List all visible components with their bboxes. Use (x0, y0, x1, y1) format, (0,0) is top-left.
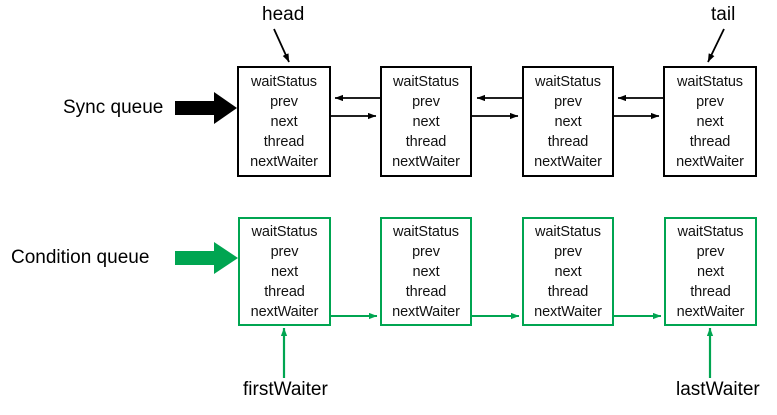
node-field-waitStatus: waitStatus (251, 223, 318, 240)
sync-node-3[interactable]: waitStatus prev next thread nextWaiter (663, 66, 757, 177)
condition-node-0[interactable]: waitStatus prev next thread nextWaiter (238, 217, 331, 326)
node-field-waitStatus: waitStatus (535, 223, 601, 240)
node-field-waitStatus: waitStatus (393, 73, 459, 90)
node-field-next: next (696, 263, 724, 280)
node-field-prev: prev (696, 243, 725, 260)
sync-node-0[interactable]: waitStatus prev next thread nextWaiter (237, 66, 331, 177)
node-field-nextWaiter: nextWaiter (534, 153, 602, 170)
sync-link-0-1 (331, 94, 380, 120)
node-field-next: next (696, 113, 724, 130)
node-field-next: next (554, 113, 582, 130)
node-field-thread: thread (405, 283, 447, 300)
node-field-thread: thread (405, 133, 447, 150)
node-field-thread: thread (263, 133, 305, 150)
node-field-nextWaiter: nextWaiter (250, 303, 319, 320)
sync-node-2[interactable]: waitStatus prev next thread nextWaiter (522, 66, 614, 177)
node-field-thread: thread (547, 133, 589, 150)
condition-queue-label: Condition queue (11, 247, 150, 268)
node-field-prev: prev (412, 93, 440, 110)
node-field-thread: thread (547, 283, 589, 300)
node-field-waitStatus: waitStatus (535, 73, 601, 90)
node-field-nextWaiter: nextWaiter (392, 153, 460, 170)
node-field-nextWaiter: nextWaiter (392, 303, 460, 320)
tail-label: tail (711, 4, 736, 25)
sync-link-1-2 (472, 94, 522, 120)
node-field-waitStatus: waitStatus (251, 73, 317, 90)
node-field-nextWaiter: nextWaiter (534, 303, 602, 320)
node-field-nextWaiter: nextWaiter (676, 303, 745, 320)
condition-queue-block-arrow (175, 242, 238, 274)
sync-queue-block-arrow (175, 92, 237, 124)
node-field-nextWaiter: nextWaiter (676, 153, 744, 170)
node-field-next: next (554, 263, 582, 280)
sync-queue-label: Sync queue (63, 97, 164, 118)
tail-pointer-arrow (707, 28, 725, 63)
node-field-thread: thread (264, 283, 305, 300)
head-pointer-arrow (273, 28, 290, 63)
node-field-next: next (270, 113, 298, 130)
sync-link-2-3 (614, 94, 663, 120)
sync-node-1[interactable]: waitStatus prev next thread nextWaiter (380, 66, 472, 177)
node-field-prev: prev (270, 93, 298, 110)
node-field-thread: thread (689, 133, 731, 150)
node-field-waitStatus: waitStatus (677, 73, 743, 90)
node-field-nextWaiter: nextWaiter (250, 153, 318, 170)
node-field-waitStatus: waitStatus (393, 223, 459, 240)
last-waiter-label: lastWaiter (676, 379, 760, 400)
head-label: head (262, 4, 305, 25)
node-field-next: next (412, 113, 440, 130)
condition-node-1[interactable]: waitStatus prev next thread nextWaiter (380, 217, 472, 326)
node-field-prev: prev (696, 93, 724, 110)
node-field-next: next (412, 263, 440, 280)
node-field-prev: prev (270, 243, 299, 260)
node-field-prev: prev (412, 243, 440, 260)
node-field-waitStatus: waitStatus (677, 223, 744, 240)
node-field-thread: thread (690, 283, 731, 300)
first-waiter-label: firstWaiter (243, 379, 328, 400)
condition-node-3[interactable]: waitStatus prev next thread nextWaiter (664, 217, 757, 326)
node-field-prev: prev (554, 93, 582, 110)
node-field-prev: prev (554, 243, 582, 260)
condition-node-2[interactable]: waitStatus prev next thread nextWaiter (522, 217, 614, 326)
node-field-next: next (270, 263, 298, 280)
